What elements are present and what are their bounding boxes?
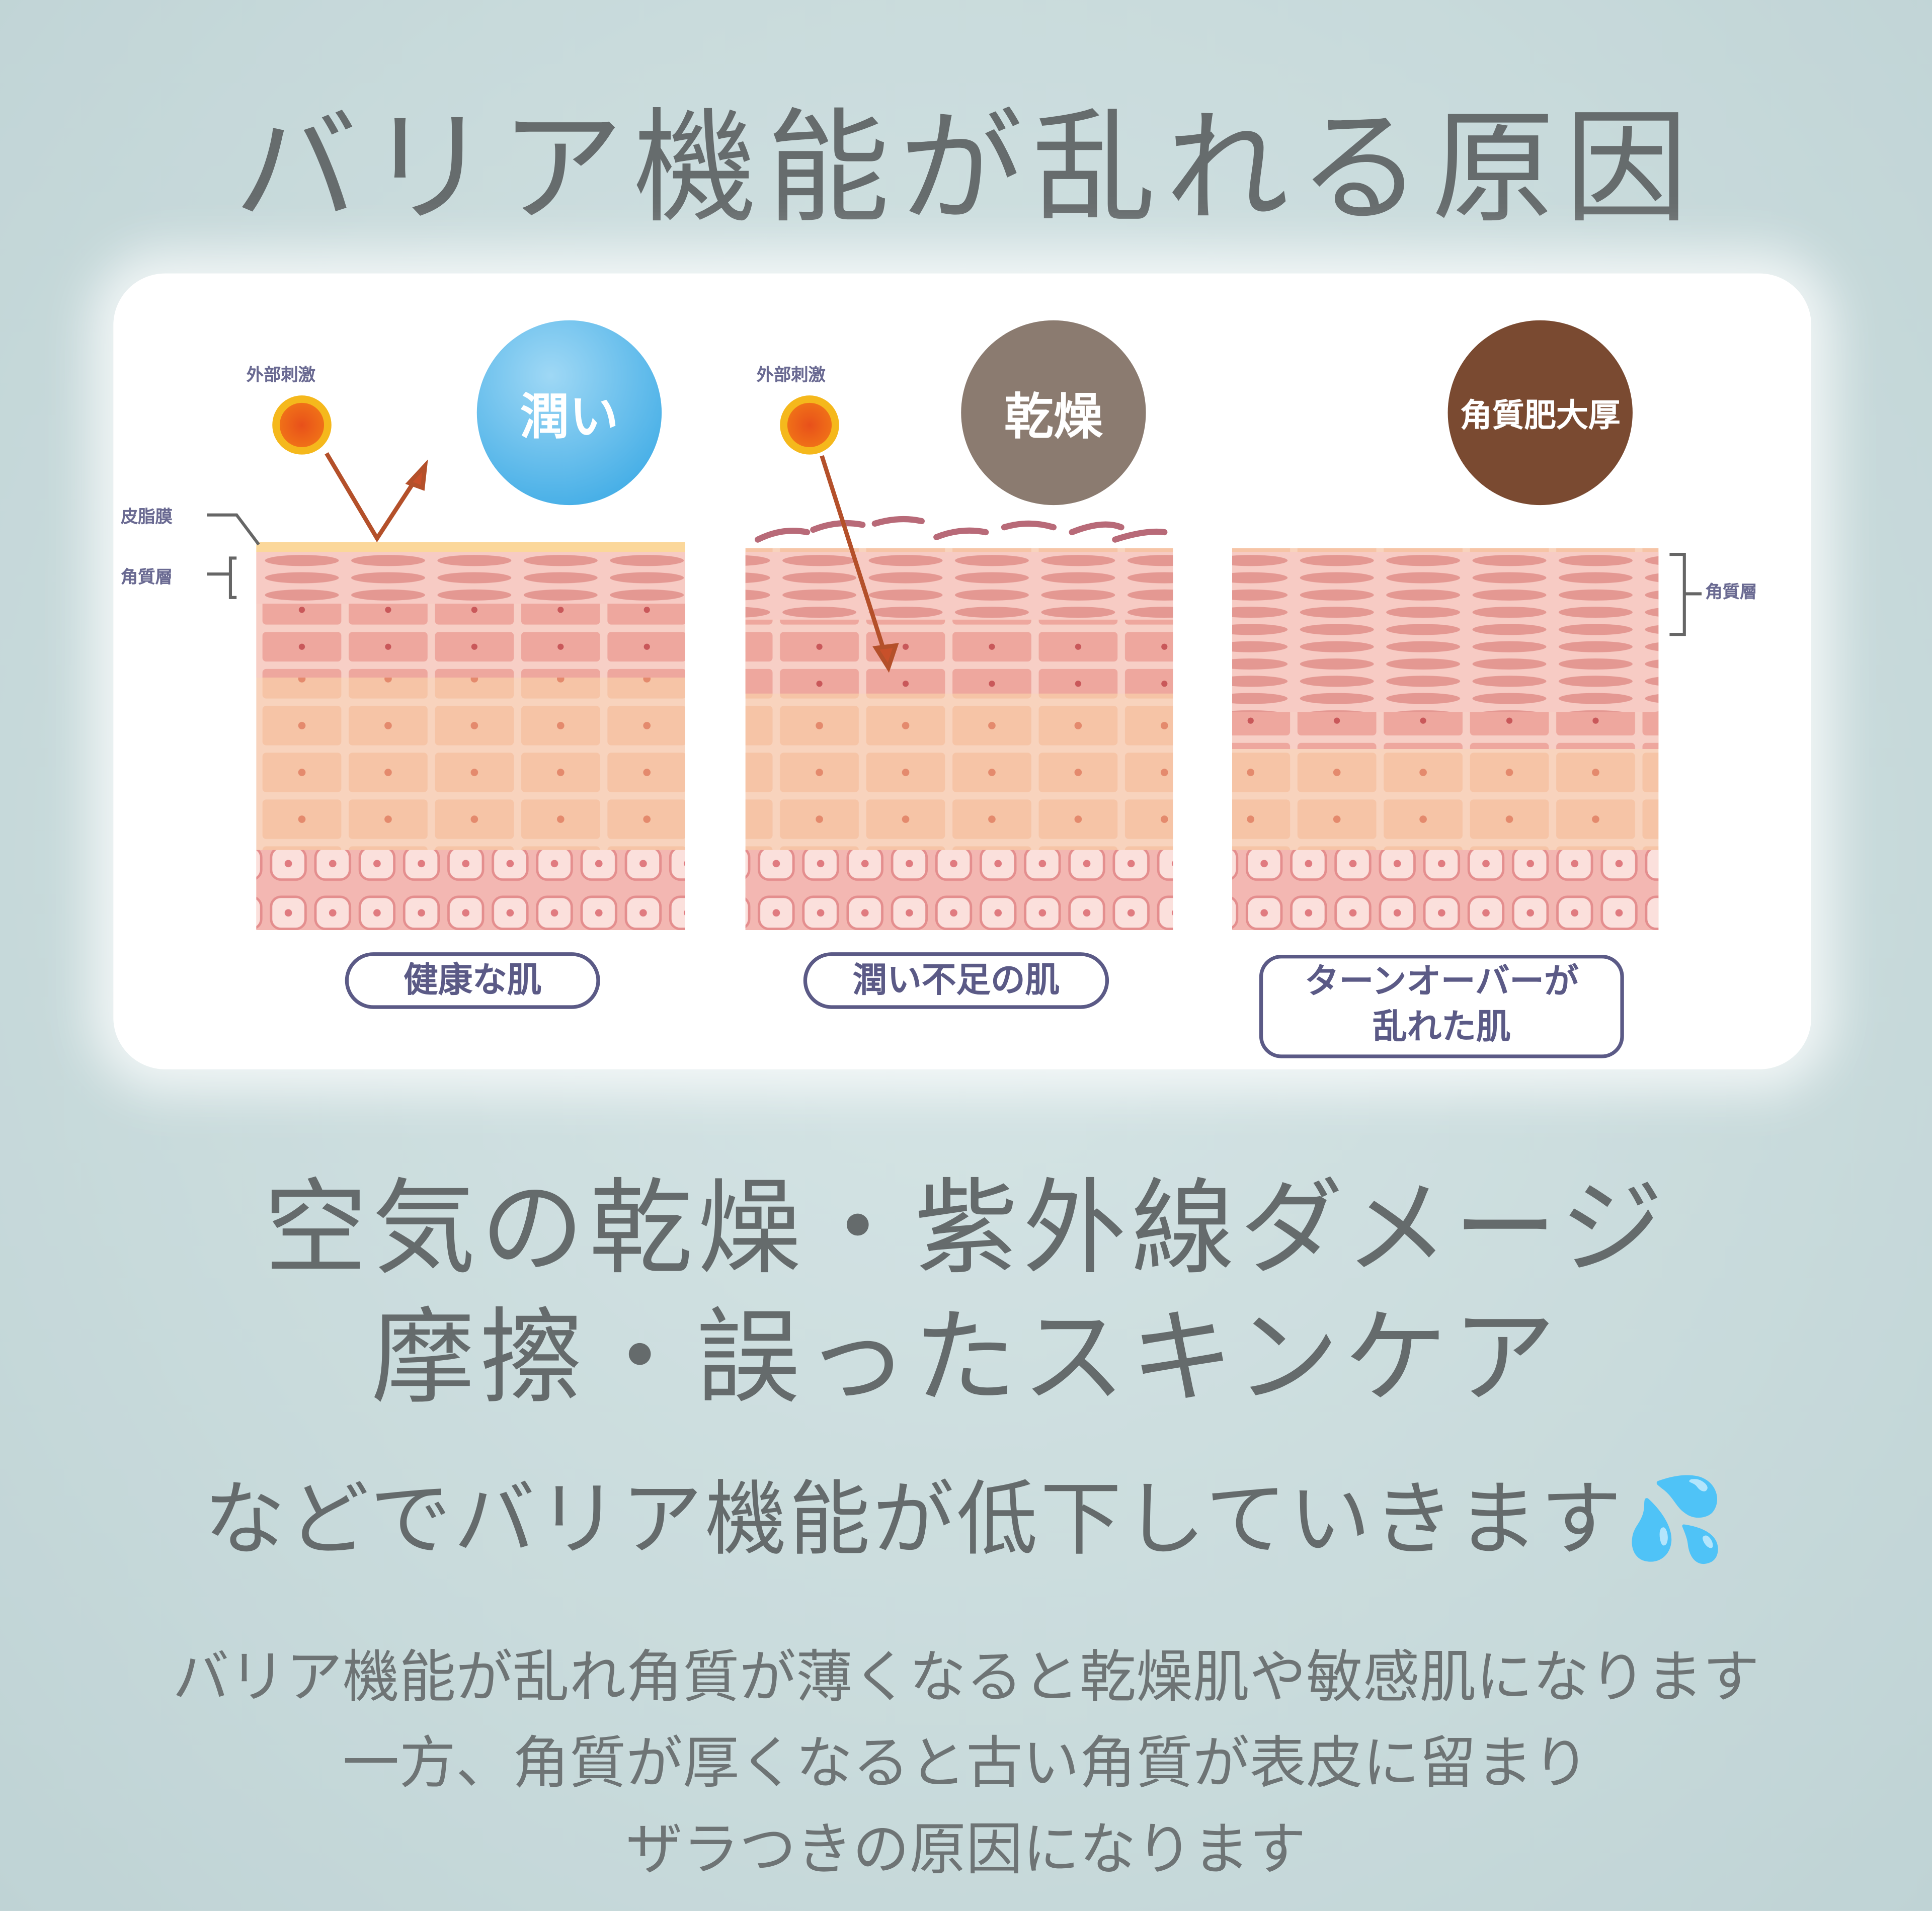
page-title: バリア機能が乱れる原因 (234, 96, 1698, 240)
stratum-corneum-label: 角質層 (121, 567, 173, 588)
caption-turnover-skin: ターンオーバーが 乱れた肌 (1259, 954, 1624, 1058)
badge-thickened: 角質肥大厚 (1447, 320, 1633, 506)
skin-panel-thickened (1232, 548, 1702, 930)
note-line: ザラつきの原因になります (626, 1815, 1306, 1883)
badge-moist: 潤い (476, 320, 662, 506)
sun-icon (272, 395, 839, 455)
external-stimulus-label: 外部刺激 (756, 366, 826, 386)
note-line: バリア機能が乱れ角質が薄くなると乾燥肌や敏感肌になります (172, 1643, 1760, 1710)
result-text: などでバリア機能が低下していきます (204, 1472, 1625, 1567)
causes-line-1: 空気の乾燥・紫外線ダメージ (264, 1168, 1668, 1289)
skin-panel-healthy (256, 542, 685, 930)
reflection-arrow-icon (325, 452, 899, 673)
note-line: 一方、角質が厚くなると古い角質が表皮に留まり (342, 1729, 1590, 1796)
badge-dry: 乾燥 (961, 320, 1146, 506)
caption-line: 乱れた肌 (1373, 1006, 1511, 1047)
external-stimulus-label: 外部刺激 (246, 366, 315, 386)
sebum-film-label: 皮脂膜 (121, 507, 173, 528)
caption-healthy-skin: 健康な肌 (345, 952, 600, 1009)
caption-dry-skin: 潤い不足の肌 (803, 952, 1109, 1009)
skin-panel-dry (745, 516, 1173, 930)
stratum-corneum-label: 角質層 (1705, 583, 1757, 603)
skin-layers-illustration (207, 395, 1702, 930)
sweat-droplets-icon: 💦 (1624, 1472, 1728, 1567)
causes-line-2: 摩擦・誤ったスキンケア (371, 1297, 1561, 1418)
layer-bracket (207, 513, 260, 599)
skin-diagram-card: 外部刺激 外部刺激 皮脂膜 角質層 角質層 潤い 乾燥 角質肥大厚 健康な肌 潤… (113, 273, 1812, 1069)
result-line: などでバリア機能が低下していきます💦 (0, 1454, 1932, 1572)
caption-line: ターンオーバーが (1305, 961, 1579, 1002)
